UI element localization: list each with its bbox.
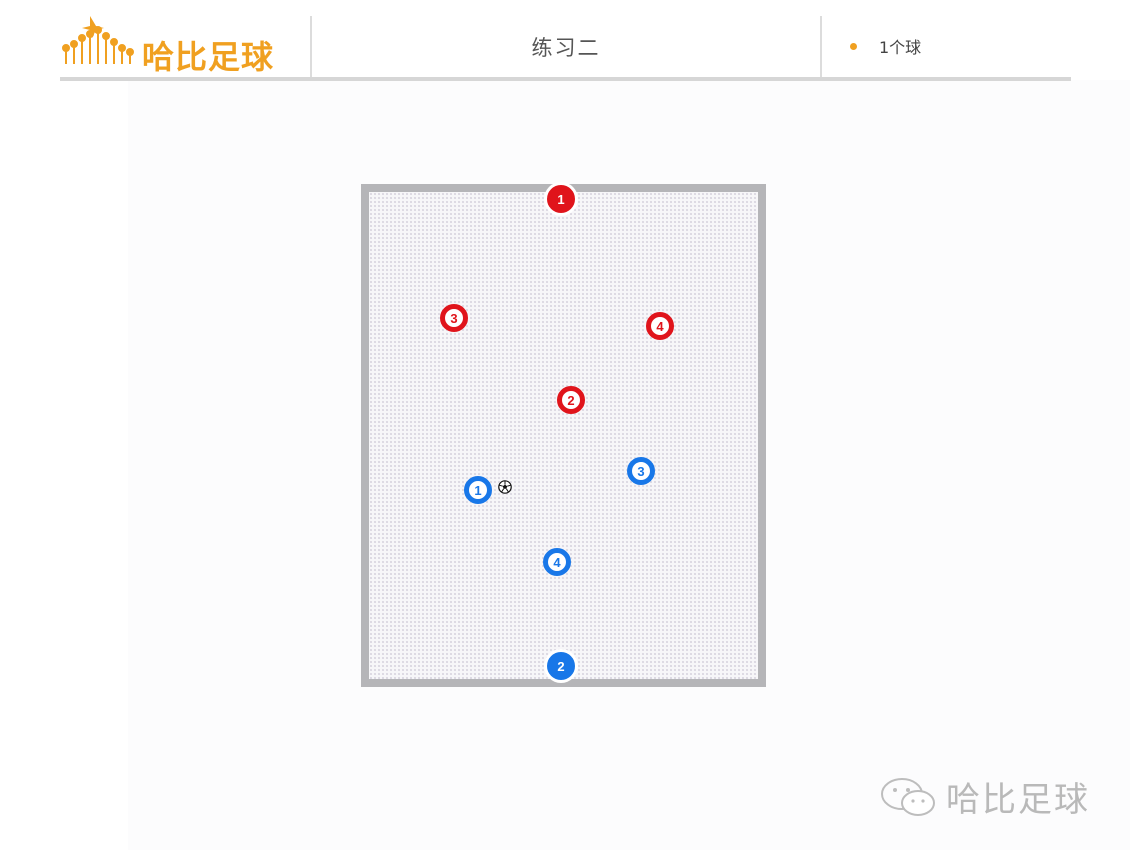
header-divider <box>310 16 312 78</box>
page-title: 练习二 <box>531 36 601 60</box>
training-field <box>361 184 766 687</box>
ball-count-label: 1个球 <box>879 38 922 57</box>
blue-player-3: 3 <box>627 457 655 485</box>
soccer-ball-icon <box>498 480 512 494</box>
watermark: 哈比足球 <box>878 772 1090 821</box>
logo-icon <box>62 16 134 64</box>
blue-player-1: 1 <box>464 476 492 504</box>
blue-player-4: 4 <box>543 548 571 576</box>
header-underline <box>60 77 1071 81</box>
logo-text: 哈比足球 <box>142 38 275 76</box>
red-player-3: 3 <box>440 304 468 332</box>
blue-player-2: 2 <box>547 652 575 680</box>
legend: 1个球 <box>850 36 922 57</box>
header: 哈比足球 练习二 1个球 <box>60 14 1071 78</box>
watermark-text: 哈比足球 <box>946 780 1090 820</box>
red-player-4: 4 <box>646 312 674 340</box>
ball-count-dot-icon <box>850 42 857 50</box>
wechat-icon <box>881 777 935 816</box>
red-player-2: 2 <box>557 386 585 414</box>
logo: 哈比足球 <box>60 14 300 76</box>
red-player-1: 1 <box>547 185 575 213</box>
header-divider <box>820 16 822 78</box>
